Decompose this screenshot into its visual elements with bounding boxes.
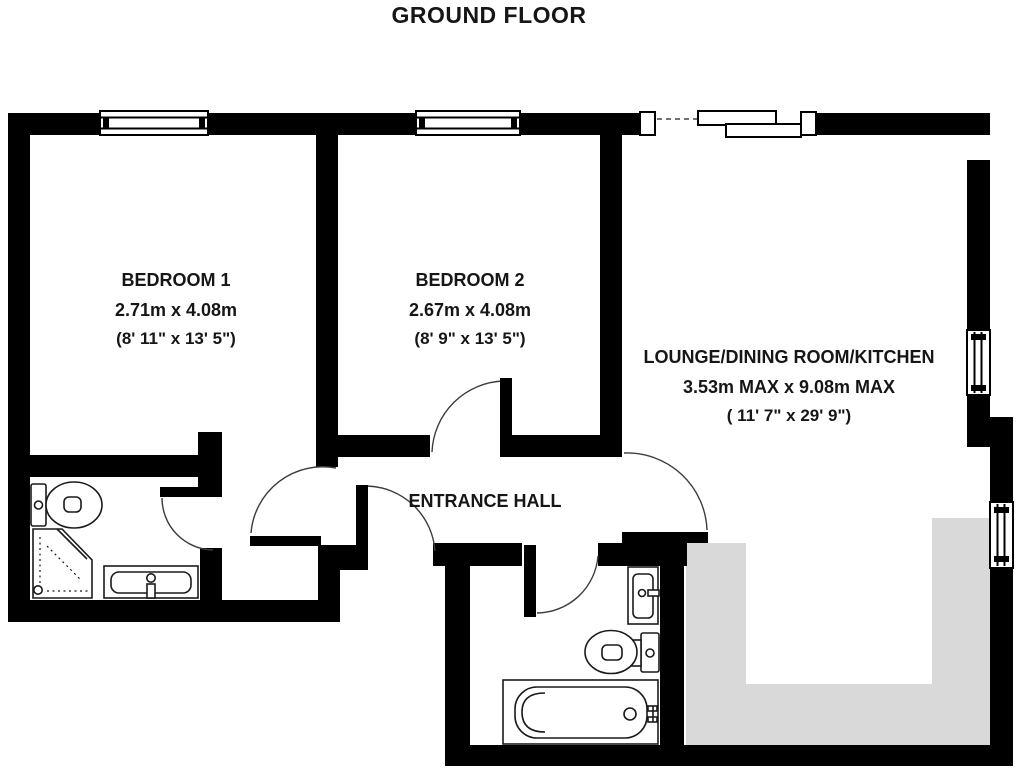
wall-segment: [520, 113, 640, 135]
window-bedroom1: [99, 110, 209, 136]
bath-icon: [502, 679, 659, 745]
shower-icon: [32, 528, 93, 599]
wall-left-exterior: [8, 113, 30, 622]
wall-segment: [338, 545, 368, 570]
wall-segment: [338, 435, 430, 457]
door-leaf-lounge: [622, 532, 708, 543]
wall-bottom-left: [8, 600, 340, 622]
room-size-imperial: (8' 9" x 13' 5"): [414, 329, 526, 348]
door-leaf-front-entrance: [356, 485, 368, 547]
wall-segment: [208, 113, 416, 135]
door-leaves: [160, 378, 708, 617]
wall-segment: [318, 545, 340, 622]
door-arc-front-entrance: [366, 485, 436, 552]
window-lounge-upper: [966, 329, 991, 396]
door-leaf-bedroom1-lobby: [250, 536, 321, 546]
sliding-patio-door: [639, 110, 817, 138]
bathroom-fixtures: [502, 566, 660, 745]
room-name: LOUNGE/DINING ROOM/KITCHEN: [643, 347, 935, 367]
door-arc-bedroom1-lobby: [250, 466, 337, 534]
door-leaf-bedroom2: [500, 378, 512, 457]
toilet-icon: [584, 629, 660, 675]
wall-bedroom-divider: [316, 133, 338, 467]
windows: [99, 110, 1014, 569]
door-leaf-ensuite: [160, 487, 202, 497]
door-swing-arcs: [161, 380, 708, 614]
sink-icon: [627, 566, 660, 625]
door-arc-bedroom2: [431, 380, 505, 453]
wall-bottom-exterior: [445, 745, 1013, 766]
door-arc-ensuite: [161, 497, 214, 551]
walls: [8, 113, 1013, 766]
wall-segment: [198, 432, 222, 497]
room-label-entrance-hall: ENTRANCE HALL: [408, 491, 562, 511]
wall-segment: [512, 435, 622, 457]
room-name: BEDROOM 2: [415, 270, 525, 290]
wall-segment: [200, 548, 222, 622]
door-arc-lounge: [623, 452, 708, 531]
door-leaf-bathroom: [524, 545, 536, 617]
window-bedroom2: [415, 110, 521, 136]
room-label-bedroom1: BEDROOM 1 2.71m x 4.08m (8' 11" x 13' 5"…: [26, 270, 326, 349]
wall-segment: [990, 447, 1013, 502]
wall-bathroom-kitchen: [660, 543, 684, 766]
kitchen-counter-area: [686, 518, 993, 745]
window-lounge-lower: [989, 501, 1014, 569]
toilet-icon: [30, 481, 103, 529]
room-size-metric: 3.53m MAX x 9.08m MAX: [682, 377, 896, 397]
door-arc-bathroom: [536, 555, 599, 614]
wall-bathroom-left: [445, 543, 470, 766]
wall-right-lower: [990, 568, 1013, 766]
wall-segment: [30, 455, 210, 477]
wall-right-upper: [967, 160, 990, 330]
ensuite-fixtures: [30, 481, 199, 599]
wall-segment: [816, 113, 990, 135]
room-label-lounge: LOUNGE/DINING ROOM/KITCHEN 3.53m MAX x 9…: [614, 347, 964, 426]
room-label-bedroom2: BEDROOM 2 2.67m x 4.08m (8' 9" x 13' 5"): [320, 270, 620, 349]
wall-segment: [967, 417, 1013, 447]
room-size-imperial: ( 11' 7" x 29' 9"): [726, 406, 852, 425]
kitchen-counter-right: [932, 518, 993, 745]
room-size-metric: 2.67m x 4.08m: [408, 300, 532, 320]
room-name: BEDROOM 1: [121, 270, 231, 290]
room-size-metric: 2.71m x 4.08m: [114, 300, 238, 320]
wall-bedroom2-lounge: [600, 133, 622, 457]
page-title: GROUND FLOOR: [391, 2, 587, 28]
sink-icon: [103, 565, 199, 599]
wall-segment: [8, 113, 100, 135]
room-size-imperial: (8' 11" x 13' 5"): [116, 329, 236, 348]
